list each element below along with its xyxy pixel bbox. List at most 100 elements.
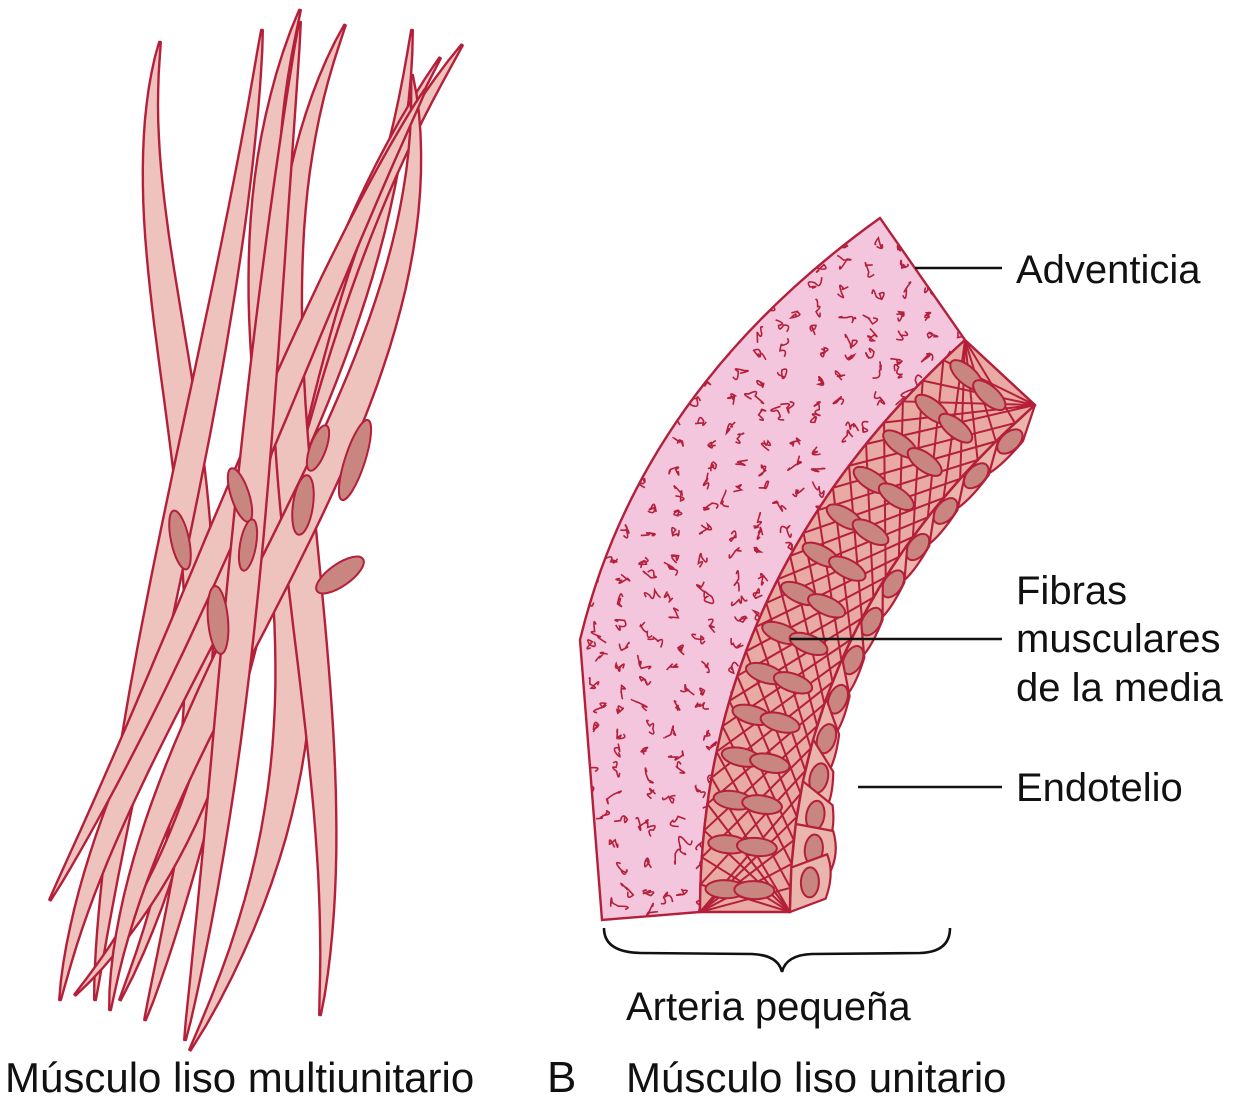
connective-fiber bbox=[950, 711, 964, 718]
connective-fiber bbox=[736, 264, 742, 274]
connective-fiber bbox=[973, 747, 987, 755]
connective-fiber bbox=[832, 900, 842, 908]
connective-fiber bbox=[624, 391, 636, 400]
connective-fiber bbox=[841, 746, 849, 755]
connective-fiber bbox=[871, 728, 883, 736]
connective-fiber bbox=[545, 703, 564, 710]
connective-fiber bbox=[957, 688, 963, 695]
connective-fiber bbox=[735, 287, 742, 295]
connective-fiber bbox=[726, 224, 733, 237]
connective-fiber bbox=[704, 921, 714, 936]
connective-fiber bbox=[816, 905, 824, 913]
connective-fiber bbox=[815, 926, 828, 934]
connective-fiber bbox=[644, 241, 651, 258]
connective-fiber bbox=[696, 221, 707, 227]
connective-fiber bbox=[758, 275, 762, 287]
connective-fiber bbox=[945, 791, 958, 805]
connective-fiber bbox=[617, 921, 624, 928]
connective-fiber bbox=[563, 552, 575, 558]
connective-fiber bbox=[695, 352, 701, 362]
connective-fiber bbox=[928, 640, 940, 645]
connective-fiber bbox=[955, 525, 968, 534]
connective-fiber bbox=[585, 331, 594, 339]
endotelio-label: Endotelio bbox=[1016, 766, 1183, 810]
connective-fiber bbox=[585, 480, 593, 490]
fibras-label-line1: Fibras bbox=[1016, 569, 1127, 613]
connective-fiber bbox=[983, 800, 990, 809]
connective-fiber bbox=[874, 900, 892, 916]
connective-fiber bbox=[615, 422, 636, 439]
multiunit-muscle-illustration bbox=[49, 10, 462, 1051]
connective-fiber bbox=[776, 230, 791, 240]
connective-fiber bbox=[870, 829, 878, 838]
connective-fiber bbox=[588, 359, 594, 378]
connective-fiber bbox=[676, 335, 688, 342]
connective-fiber bbox=[955, 264, 964, 276]
connective-fiber bbox=[616, 267, 630, 273]
connective-fiber bbox=[547, 731, 567, 739]
connective-fiber bbox=[700, 335, 711, 342]
connective-fiber bbox=[694, 313, 704, 322]
connective-fiber bbox=[732, 305, 741, 310]
connective-fiber bbox=[779, 246, 787, 258]
connective-fiber bbox=[924, 236, 931, 248]
connective-fiber bbox=[550, 350, 567, 362]
connective-fiber bbox=[927, 908, 935, 917]
connective-fiber bbox=[897, 713, 906, 721]
connective-fiber bbox=[956, 730, 963, 738]
connective-fiber bbox=[868, 684, 878, 696]
connective-fiber bbox=[552, 281, 565, 293]
connective-fiber bbox=[923, 721, 933, 729]
connective-fiber bbox=[563, 775, 582, 790]
connective-fiber bbox=[981, 891, 990, 908]
connective-fiber bbox=[644, 451, 649, 462]
connective-fiber bbox=[840, 924, 853, 933]
connective-fiber bbox=[891, 614, 899, 622]
connective-fiber bbox=[952, 881, 961, 897]
connective-fiber bbox=[558, 607, 569, 619]
connective-fiber bbox=[834, 770, 843, 778]
connective-fiber bbox=[643, 327, 647, 347]
connective-fiber bbox=[556, 679, 565, 688]
media-nucleus bbox=[734, 880, 775, 899]
fibras-label-line2: musculares bbox=[1016, 617, 1221, 661]
connective-fiber bbox=[561, 409, 572, 419]
connective-fiber bbox=[640, 924, 648, 935]
connective-fiber bbox=[558, 511, 566, 521]
connective-fiber bbox=[876, 853, 883, 863]
connective-fiber bbox=[560, 256, 569, 265]
connective-fiber bbox=[668, 229, 677, 236]
panel-a-caption: Músculo liso multiunitario bbox=[5, 1054, 474, 1101]
connective-fiber bbox=[565, 488, 577, 495]
connective-fiber bbox=[782, 251, 792, 265]
connective-fiber bbox=[902, 604, 908, 613]
connective-fiber bbox=[983, 306, 991, 312]
connective-fiber bbox=[617, 323, 626, 338]
connective-fiber bbox=[982, 575, 1000, 588]
connective-fiber bbox=[954, 600, 972, 611]
connective-fiber bbox=[568, 788, 580, 801]
connective-fiber bbox=[886, 221, 902, 226]
connective-fiber bbox=[556, 571, 566, 585]
connective-fiber bbox=[977, 291, 986, 297]
connective-fiber bbox=[980, 508, 987, 514]
connective-fiber bbox=[958, 769, 964, 778]
connective-fiber bbox=[903, 861, 914, 867]
connective-fiber bbox=[677, 289, 687, 295]
connective-fiber bbox=[562, 583, 568, 596]
connective-fiber bbox=[589, 462, 600, 469]
connective-fiber bbox=[551, 225, 567, 230]
connective-fiber bbox=[561, 644, 576, 653]
arteria-pequena-label: Arteria pequeña bbox=[626, 985, 911, 1029]
connective-fiber bbox=[563, 248, 577, 255]
connective-fiber bbox=[586, 382, 598, 389]
connective-fiber bbox=[905, 687, 911, 695]
connective-fiber bbox=[765, 236, 773, 246]
connective-fiber bbox=[617, 282, 629, 292]
connective-fiber bbox=[954, 289, 963, 301]
connective-fiber bbox=[967, 598, 983, 606]
connective-fiber bbox=[842, 727, 854, 736]
connective-fiber bbox=[892, 924, 905, 933]
connective-fiber bbox=[837, 878, 850, 886]
connective-fiber bbox=[982, 226, 987, 241]
